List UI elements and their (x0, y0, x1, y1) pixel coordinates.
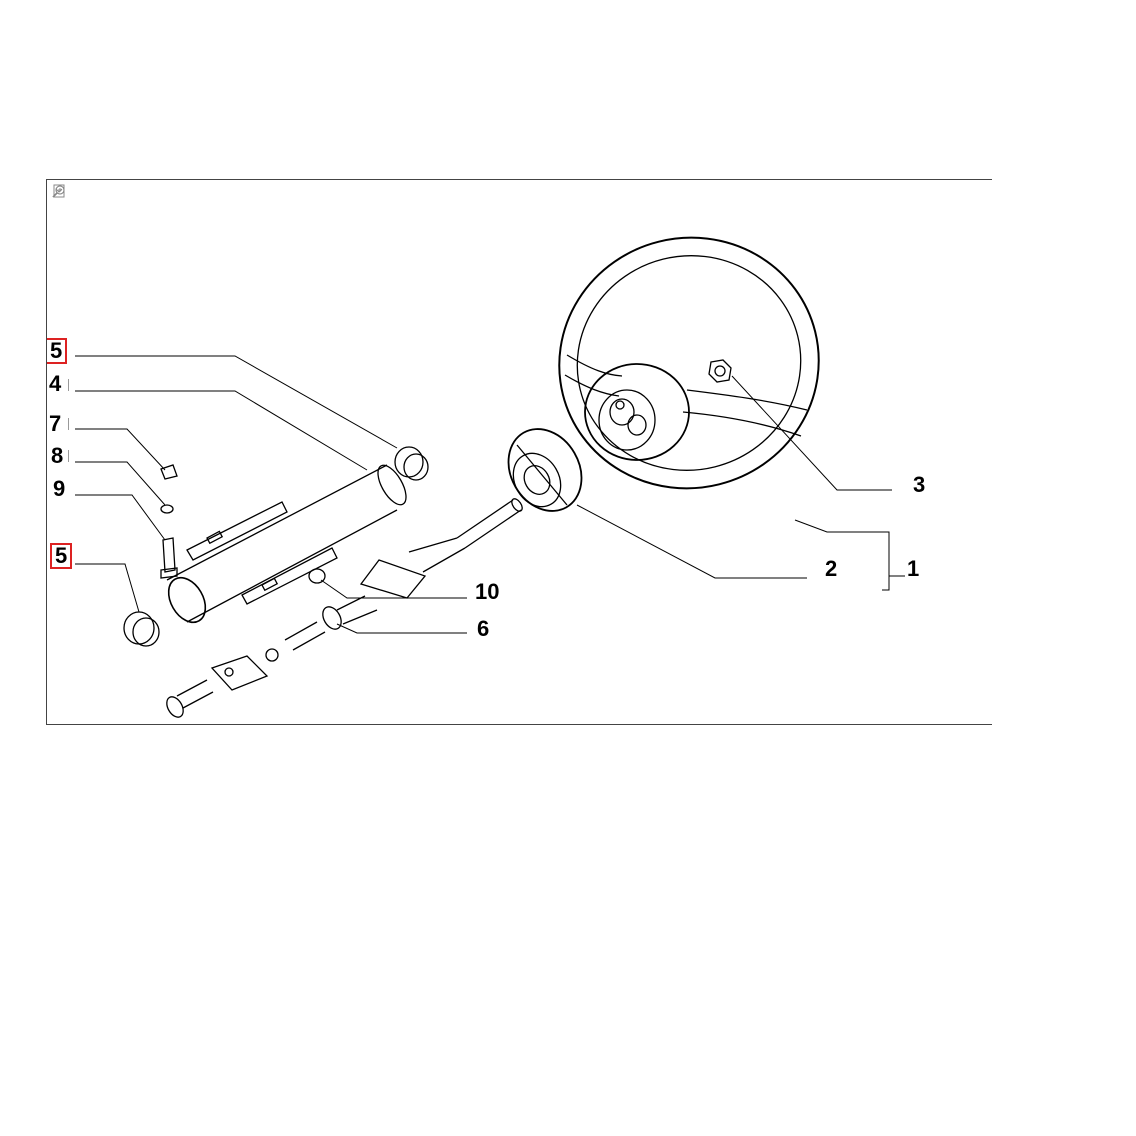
callout-8[interactable]: 8 (51, 443, 64, 468)
column-tube (166, 464, 407, 624)
parts-diagram-viewer[interactable]: 5 4 7 8 9 5 10 6 3 2 1 (46, 179, 992, 725)
steering-shaft (265, 498, 523, 662)
bolt-part (160, 537, 178, 579)
zoom-out-icon[interactable] (52, 185, 66, 228)
callout-6[interactable]: 6 (477, 616, 490, 641)
callout-3[interactable]: 3 (913, 472, 926, 497)
callout-7[interactable]: 7 (49, 411, 62, 436)
zoom-in-icon[interactable] (52, 185, 66, 213)
tick-mark (68, 379, 69, 391)
steering-wheel (558, 236, 820, 490)
callout-5-bottom[interactable]: 5 (50, 543, 73, 569)
callout-4[interactable]: 4 (49, 371, 62, 396)
viewer-toolbar (52, 184, 68, 228)
clip-part (160, 464, 178, 480)
callout-2[interactable]: 2 (825, 556, 838, 581)
tick-mark (68, 450, 69, 462)
spacer-part (308, 568, 326, 584)
universal-joint (166, 655, 269, 718)
bearing-ring (507, 428, 583, 512)
washer-part (160, 504, 174, 514)
callout-9[interactable]: 9 (53, 476, 66, 501)
tick-mark (68, 418, 69, 430)
callout-1[interactable]: 1 (907, 556, 920, 581)
leader-lines (75, 355, 905, 634)
nut (708, 359, 732, 383)
callout-10[interactable]: 10 (475, 579, 500, 604)
exploded-view-drawing (75, 236, 905, 718)
callout-5-top[interactable]: 5 (47, 338, 68, 364)
bushing-bottom (123, 611, 160, 647)
bushing-top (394, 446, 429, 481)
